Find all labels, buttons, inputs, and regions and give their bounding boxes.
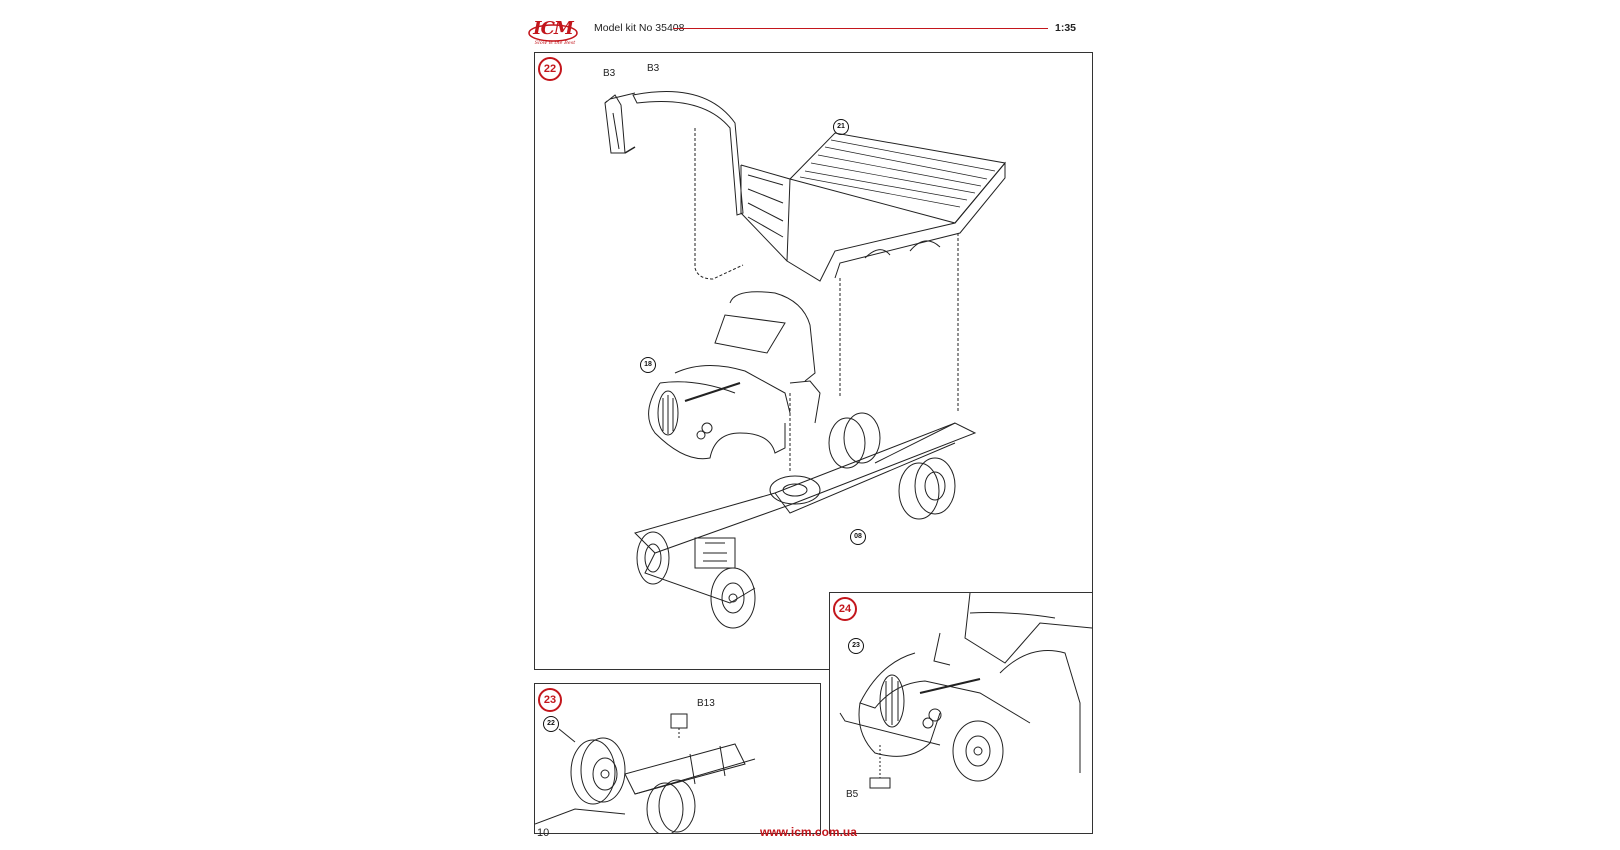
cargo-bed-drawing: [741, 133, 1005, 413]
callout-21: 21: [833, 119, 849, 135]
chassis-drawing: [635, 413, 975, 628]
part-label-b13: B13: [697, 698, 715, 709]
step-23-panel: 23 22 B13: [534, 683, 821, 834]
part-label-b5: B5: [846, 789, 859, 800]
page-number: 10: [537, 827, 550, 839]
model-kit-title: Model kit No 35408: [594, 22, 685, 34]
callout-23: 23: [848, 638, 864, 654]
step-22-drawing: [535, 53, 1092, 669]
step-24-drawing: [830, 593, 1092, 833]
scale-label: 1:35: [1055, 22, 1077, 34]
step-number: 24: [833, 597, 857, 621]
dual-rear-wheels-drawing: [571, 738, 695, 834]
callout-18: 18: [640, 357, 656, 373]
logo-tagline: Slow is the Best: [534, 40, 576, 46]
b5-plate: [870, 778, 890, 788]
step-24-panel: 24 23 B5: [829, 592, 1093, 834]
website-link[interactable]: www.icm.com.ua: [760, 825, 857, 839]
part-label-b3: B3: [603, 68, 616, 79]
logo-swoosh: [528, 24, 578, 42]
part-label-b3: B3: [647, 63, 660, 74]
cab-drawing: [649, 292, 820, 473]
step-23-drawing: [535, 684, 820, 833]
callout-08: 08: [850, 529, 866, 545]
callout-22: 22: [543, 716, 559, 732]
header-rule: [673, 28, 1048, 29]
step-number: 23: [538, 688, 562, 712]
cab-front-drawing: [840, 593, 1092, 781]
logo-brand: ICM: [533, 18, 574, 39]
b3-strips-drawing: [605, 92, 743, 216]
icm-logo: ICM Slow is the Best: [527, 18, 579, 52]
step-22-panel: 22 B3 B3 21 18 08: [534, 52, 1093, 670]
step-number: 22: [538, 57, 562, 81]
